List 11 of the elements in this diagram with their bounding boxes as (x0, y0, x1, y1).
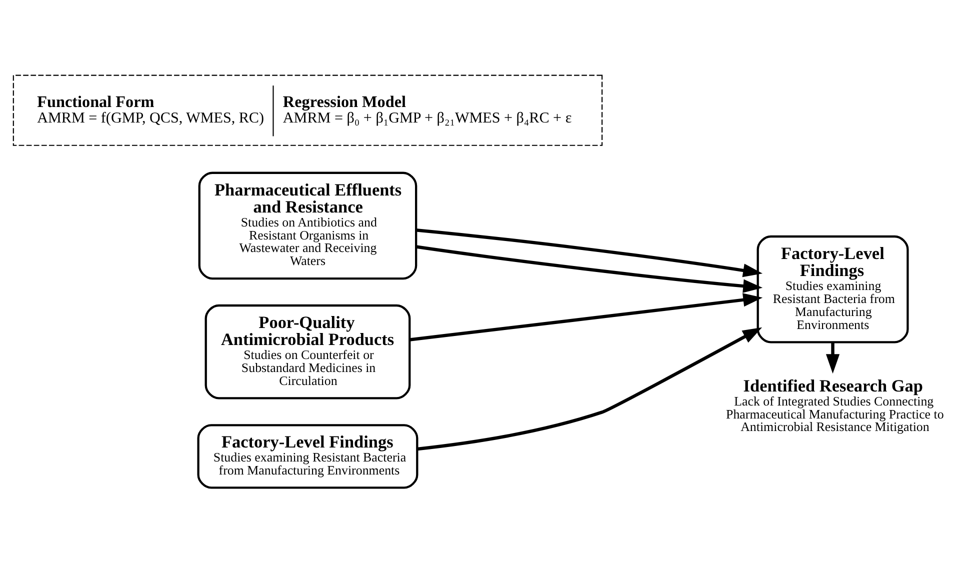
node-box: Pharmaceutical Effluents and Resistance Studies on Antibiotics and Resistant Organisms in Wastewater and Receiving Waters (198, 171, 418, 280)
arrow (416, 244, 763, 292)
node-box: Functional Form AMRM = f(GMP, QCS, WMES, RC) Regression Model AMRM = β₀ + β₁GMP + β₂₁WMES + β₄RC + ε (12, 74, 603, 146)
arrow (826, 342, 840, 374)
arrow (416, 228, 763, 277)
node-text: Identified Research Gap Lack of Integrated Studies Connecting Pharmaceutical Manufacturing Practice to Antimicrobial Resistance Mitigation (726, 376, 944, 434)
node-box: Factory-Level Findings Studies examining Resistant Bacteria from Manufacturing Environments (756, 234, 909, 343)
node-box: Factory-Level Findings Studies examining Resistant Bacteria from Manufacturing Environments (197, 424, 418, 488)
node-box: Poor-Quality Antimicrobial Products Studies on Counterfeit or Substandard Medicines in Circulation (204, 304, 411, 399)
arrow (409, 292, 763, 341)
arrow (417, 326, 762, 450)
